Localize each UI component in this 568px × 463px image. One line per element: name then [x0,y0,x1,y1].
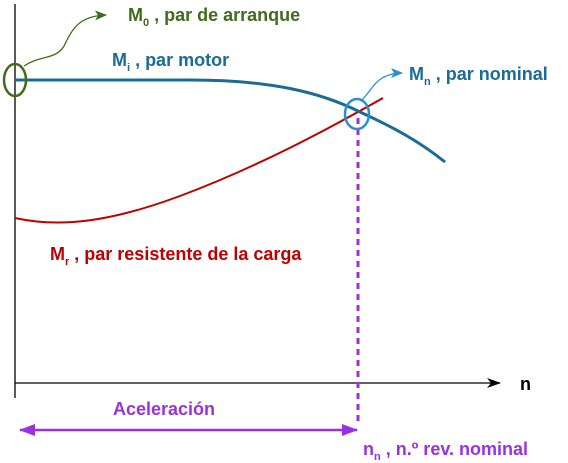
nominal-speed-label: nn , n.º rev. nominal [363,439,528,463]
motor-torque-label: Mi , par motor [112,50,229,74]
x-axis-label: n [520,374,531,394]
nominal-torque-label: Mn , par nominal [409,64,548,88]
load-torque-label: Mr , par resistente de la carga [50,244,302,268]
load-torque-curve [14,97,384,224]
starting-torque-marker [2,62,28,98]
nominal-torque-pointer [361,68,403,101]
acceleration-label: Aceleración [113,399,215,419]
starting-torque-label: M0 , par de arranque [128,5,300,29]
nominal-torque-marker [343,97,371,131]
starting-torque-pointer [23,10,107,67]
motor-torque-curve [15,78,446,164]
